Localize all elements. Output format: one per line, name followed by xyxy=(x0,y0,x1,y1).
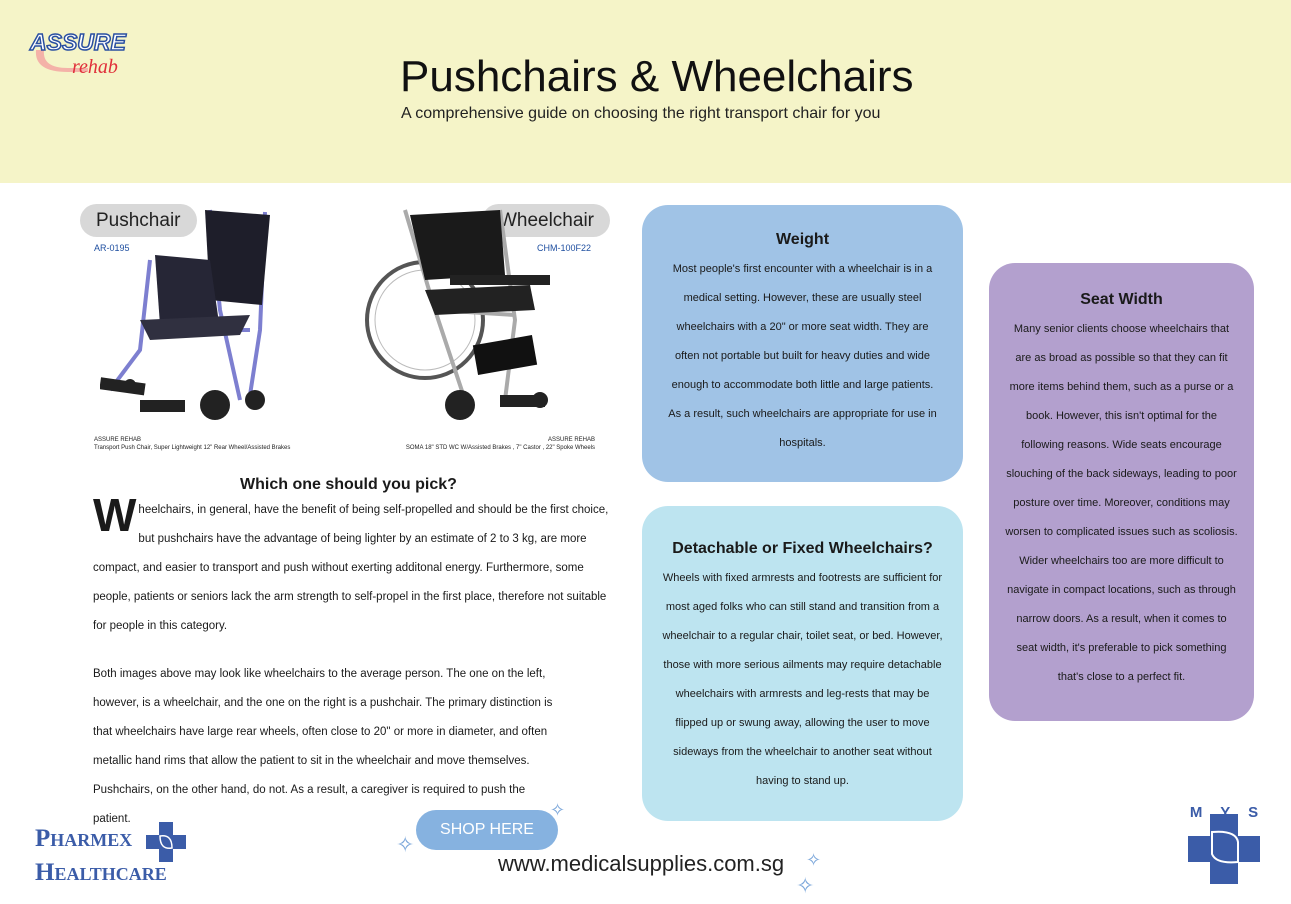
pushchair-label: Pushchair xyxy=(80,204,197,237)
sparkle-icon: ✧ xyxy=(550,800,566,820)
pushchair-caption: ASSURE REHAB Transport Push Chair, Super… xyxy=(94,436,290,452)
card-body: Most people's first encounter with a whe… xyxy=(668,263,937,449)
wheelchair-brand: ASSURE REHAB xyxy=(547,437,595,443)
pharmex-line2: Healthcare xyxy=(35,859,167,886)
pharmex-cross-icon xyxy=(146,822,186,862)
pushchair-image xyxy=(100,209,270,420)
shop-here-button[interactable]: SHOP HERE xyxy=(416,810,558,850)
card-title: Detachable or Fixed Wheelchairs? xyxy=(672,540,933,557)
paragraph-2: Both images above may look like wheelcha… xyxy=(93,668,553,825)
card-body: Wheels with fixed armrests and footrests… xyxy=(662,572,943,787)
sparkle-icon: ✧ xyxy=(396,832,415,857)
seat-width-card: Seat Width Many senior clients choose wh… xyxy=(989,263,1254,721)
wheelchair-caption: ASSURE REHAB SOMA 18" STD WC W/Assisted … xyxy=(380,436,595,452)
sparkle-icon: ✧ xyxy=(796,873,815,898)
detachable-card: Detachable or Fixed Wheelchairs? Wheels … xyxy=(642,506,963,821)
website-link[interactable]: www.medicalsupplies.com.sg xyxy=(498,851,785,876)
mys-logo-letters: M Y S xyxy=(1189,804,1259,821)
pharmex-line1: Pharmex xyxy=(35,825,133,852)
drop-cap: W xyxy=(93,489,137,541)
pharmex-healthcare-logo: Pharmex Healthcare xyxy=(35,822,167,890)
card-title: Seat Width xyxy=(1080,291,1163,308)
wheelchair-image xyxy=(365,209,550,420)
pushchair-description: Transport Push Chair, Super Lightweight … xyxy=(94,445,291,451)
svg-text:ASSURE: ASSURE xyxy=(29,29,127,55)
card-body: Many senior clients choose wheelchairs t… xyxy=(1005,323,1238,683)
mys-logo xyxy=(1188,814,1260,884)
wheelchair-code: CHM-100F22 xyxy=(537,243,592,253)
sparkle-icon: ✧ xyxy=(806,850,822,870)
assure-rehab-logo: ASSURE rehab xyxy=(28,28,127,78)
page-title: Pushchairs & Wheelchairs xyxy=(400,52,914,101)
pushchair-code: AR-0195 xyxy=(94,243,130,253)
card-title: Weight xyxy=(775,231,830,248)
page-subtitle: A comprehensive guide on choosing the ri… xyxy=(401,105,881,122)
paragraph-1-text: heelchairs, in general, have the benefit… xyxy=(93,504,609,632)
pushchair-brand: ASSURE REHAB xyxy=(94,437,142,443)
header-banner: ASSURE rehab Pushchairs & Wheelchairs A … xyxy=(0,0,1291,183)
weight-card: Weight Most people's first encounter wit… xyxy=(642,205,963,482)
wheelchair-description: SOMA 18" STD WC W/Assisted Brakes , 7" C… xyxy=(405,445,595,451)
svg-text:rehab: rehab xyxy=(72,56,118,78)
section-heading: Which one should you pick? xyxy=(240,476,457,493)
